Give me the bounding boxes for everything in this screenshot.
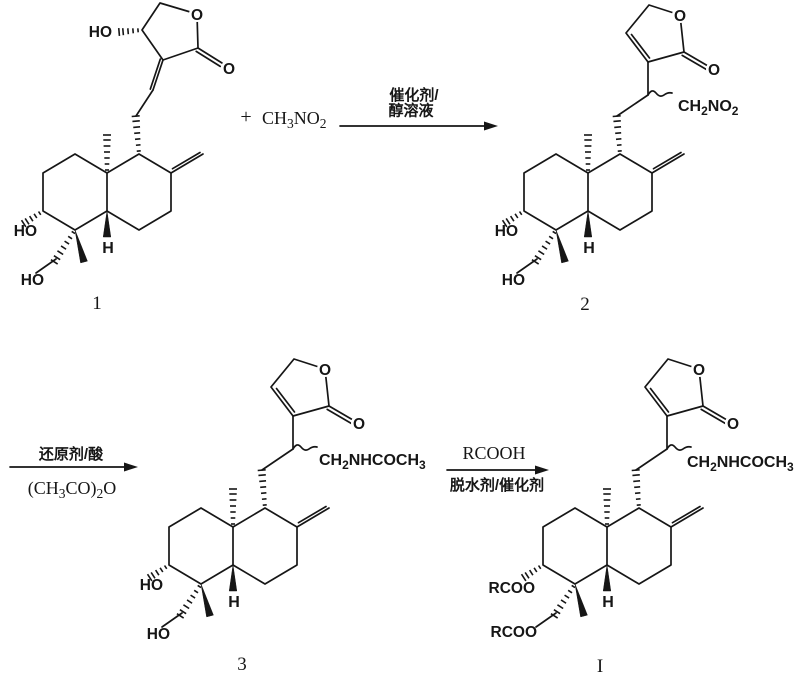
label-acetamidomethyl-group: CH2NHCOCH3 [319,452,426,472]
label-c3-hydroxyl: HO [14,223,37,240]
compound-2-structure: O O HO HO H CH2NO2 2 [495,4,739,315]
label-ring-fusion-h: H [102,240,114,257]
label-ring-oxygen: O [693,362,705,379]
compound-I-structure: O O RCOO RCOO H CH2NHCOCH3 I [489,358,794,677]
label-nitromethyl-group: CH2NO2 [678,98,739,118]
arrow-2-condition-bottom: (CH3CO)2O [28,478,117,501]
compound-1-number: 1 [92,293,102,314]
compound-2-number: 2 [580,294,590,315]
label-ring-fusion-h: H [583,240,595,257]
compound-3-structure: O O HO HO H CH2NHCOCH3 3 [140,358,426,675]
arrow-2-condition-top: 还原剂/酸 [38,445,104,463]
plus-sign: + [240,106,251,128]
butenolide-ring [119,3,222,116]
label-ring-oxygen: O [674,8,686,25]
butenolide-ring [635,358,728,471]
label-carbonyl-oxygen: O [223,61,235,78]
label-ring-oxygen: O [319,362,331,379]
label-c3-ester: RCOO [489,580,536,597]
label-ring-fusion-h: H [602,594,614,611]
arrow-3-condition-bottom: 脱水剂/催化剂 [450,476,544,494]
compound-3-number: 3 [237,654,247,675]
label-c19-hydroxyl: HO [21,272,44,289]
label-c19-ester: RCOO [491,624,538,641]
arrow-1-condition-top: 催化剂/ [389,86,439,104]
reagent-group: + CH3NO2 [240,106,326,131]
label-c19-hydroxyl: HO [147,626,170,643]
label-carbonyl-oxygen: O [353,416,365,433]
label-lactone-hydroxyl: HO [89,24,112,41]
label-carbonyl-oxygen: O [727,416,739,433]
label-nitromethane: CH3NO2 [262,108,327,131]
label-c3-hydroxyl: HO [140,577,163,594]
arrow-3-condition-top: RCOOH [462,443,525,463]
label-carbonyl-oxygen: O [708,62,720,79]
reaction-arrow-3: RCOOH 脱水剂/催化剂 [446,443,549,494]
label-acetamidomethyl-group: CH2NHCOCH3 [687,454,794,474]
label-ring-oxygen: O [191,7,203,24]
label-ring-fusion-h: H [228,594,240,611]
label-c3-hydroxyl: HO [495,223,518,240]
compound-1-structure: HO O O HO HO H 1 [14,3,237,314]
compound-I-number: I [597,656,603,677]
reaction-arrow-1: 催化剂/ 醇溶液 [339,86,498,131]
arrow-1-condition-bottom: 醇溶液 [388,102,434,120]
label-c19-hydroxyl: HO [502,272,525,289]
reaction-arrow-2: 还原剂/酸 (CH3CO)2O [9,445,138,501]
